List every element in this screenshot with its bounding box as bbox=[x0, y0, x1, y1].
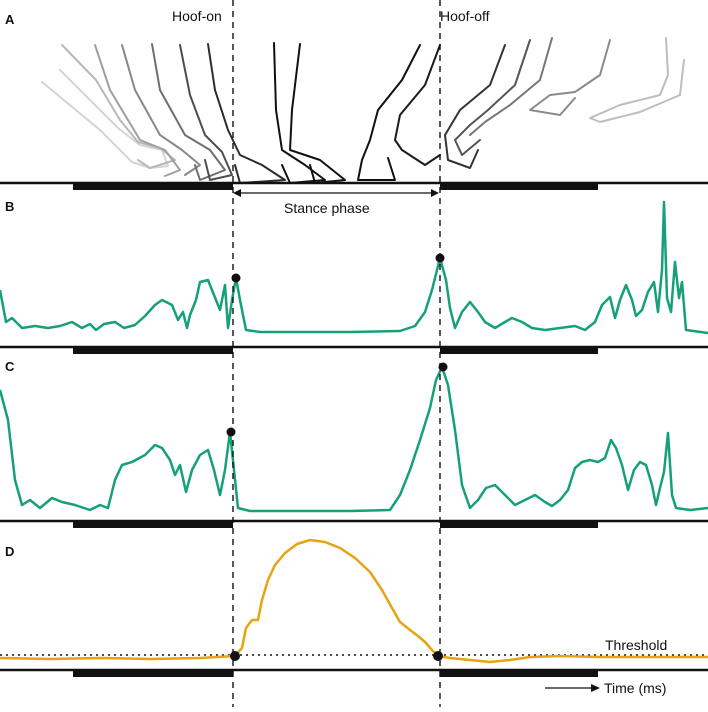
hoof-on-marker-c bbox=[226, 427, 236, 437]
hoof-silhouette bbox=[469, 37, 553, 136]
hoof-silhouette bbox=[94, 44, 181, 177]
hoof-silhouette bbox=[289, 43, 346, 184]
panel-c-letter: C bbox=[5, 359, 15, 374]
hoof-on-marker-b bbox=[231, 273, 241, 283]
hoof-silhouette bbox=[151, 43, 226, 181]
hoof-off-marker-c bbox=[438, 362, 448, 372]
hoof-silhouette bbox=[273, 42, 326, 184]
hoof-off-marker-d bbox=[433, 651, 443, 661]
force-trace-d bbox=[0, 538, 708, 664]
hoof-on-label: Hoof-on bbox=[172, 8, 222, 24]
hoof-silhouette bbox=[454, 39, 531, 156]
hoof-silhouette bbox=[41, 69, 169, 169]
hoof-silhouette bbox=[529, 39, 611, 116]
hoof-silhouette bbox=[394, 44, 441, 166]
stance-arrow-icon bbox=[233, 189, 439, 197]
time-arrow-icon bbox=[545, 684, 600, 692]
stance-phase-label: Stance phase bbox=[284, 200, 370, 216]
signal-trace-c bbox=[0, 365, 708, 513]
hoof-sequence-icon bbox=[41, 37, 685, 184]
panel-b-letter: B bbox=[5, 199, 14, 214]
panel-a-letter: A bbox=[5, 12, 15, 27]
hoof-silhouette bbox=[179, 44, 233, 181]
panel-d-letter: D bbox=[5, 544, 14, 559]
hoof-silhouette bbox=[121, 44, 201, 176]
time-axis-label: Time (ms) bbox=[604, 680, 666, 696]
hoof-silhouette bbox=[61, 44, 176, 169]
hoof-off-label: Hoof-off bbox=[440, 8, 490, 24]
hoof-silhouette bbox=[357, 44, 421, 181]
hoof-on-marker-d bbox=[230, 651, 240, 661]
threshold-label: Threshold bbox=[605, 637, 667, 653]
hoof-silhouette bbox=[589, 37, 685, 123]
signal-trace-b bbox=[0, 200, 708, 335]
hoof-silhouette bbox=[444, 44, 506, 169]
